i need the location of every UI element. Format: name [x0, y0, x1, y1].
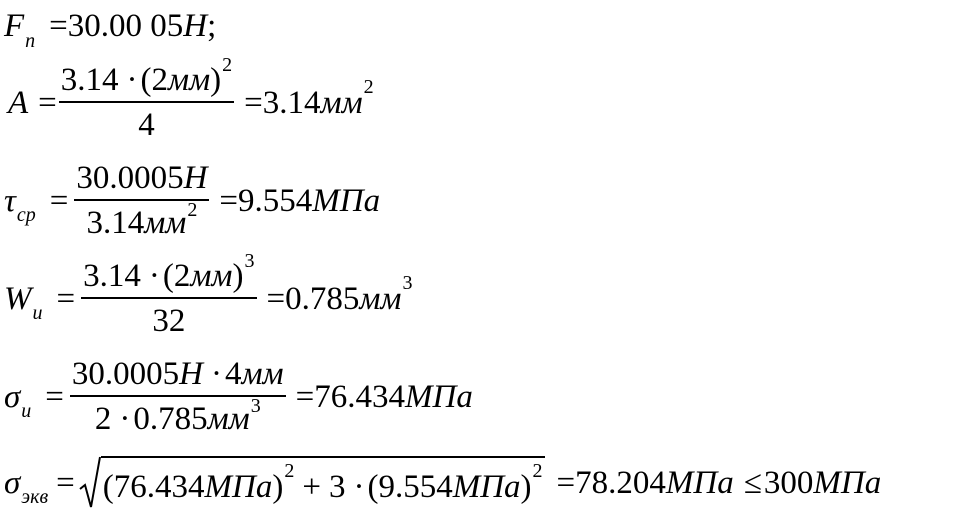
symbol-f: F	[4, 8, 25, 44]
area-unit: мм	[320, 84, 363, 121]
less-equal-sign: ≤	[743, 464, 762, 501]
equals-sign: =	[244, 84, 263, 121]
modulus-unit: мм	[359, 280, 402, 317]
subscript-i: и	[32, 302, 43, 324]
modulus-result: 0.785	[285, 280, 360, 317]
fraction-numerator: 30.0005 Н	[74, 162, 210, 201]
fraction-numerator: 3.14 · (2 мм ) 2	[58, 55, 235, 103]
bending-result: 76.434	[314, 378, 405, 415]
limit-unit: МПа	[813, 464, 882, 501]
fraction-denominator: 4	[138, 107, 155, 143]
subscript-sr: ср	[16, 204, 36, 226]
fraction-numerator: 30.0005 Н · 4 мм	[69, 358, 286, 397]
equals-sign: =	[49, 182, 69, 219]
equals-sign: =	[45, 378, 64, 415]
force-value: 30.00 05	[67, 8, 184, 44]
equation-section-modulus: W и = 3.14 · (2 мм ) 3 32 = 0.785 мм 3	[4, 249, 413, 339]
fraction-numerator: 3.14 · (2 мм ) 3	[81, 251, 257, 299]
equals-sign: =	[49, 8, 68, 44]
equals-sign: =	[556, 464, 576, 501]
equals-sign: =	[56, 464, 75, 501]
bending-fraction: 30.0005 Н · 4 мм 2 · 0.785 мм 3	[69, 358, 286, 437]
shear-unit: МПа	[312, 182, 381, 219]
symbol-tau: τ	[4, 182, 16, 219]
equals-sign: =	[56, 280, 76, 317]
square-root: (76.434 МПа ) 2 + 3 · (9.554 МПа ) 2	[79, 456, 545, 510]
equivalent-result: 78.204	[575, 464, 666, 501]
equals-sign: =	[295, 378, 315, 415]
subscript-p: п	[25, 29, 36, 52]
fraction-denominator: 2 · 0.785 мм 3	[94, 394, 261, 437]
area-result: 3.14	[262, 84, 321, 121]
modulus-fraction: 3.14 · (2 мм ) 3 32	[81, 251, 257, 339]
bending-unit: МПа	[405, 378, 473, 415]
subscript-i: и	[21, 400, 32, 422]
equals-sign: =	[219, 182, 239, 219]
symbol-w: W	[4, 280, 32, 317]
limit-value: 300	[763, 464, 814, 501]
equals-sign: =	[266, 280, 286, 317]
equals-sign: =	[38, 84, 57, 121]
radicand: (76.434 МПа ) 2 + 3 · (9.554 МПа ) 2	[100, 456, 545, 510]
symbol-sigma: σ	[4, 464, 21, 501]
symbol-sigma: σ	[4, 378, 21, 415]
equation-equivalent-stress: σ экв = (76.434 МПа ) 2 + 3 · (9.554 МПа…	[4, 456, 881, 510]
force-unit: Н	[183, 8, 208, 44]
shear-result: 9.554	[238, 182, 313, 219]
subscript-ekv: экв	[21, 486, 49, 508]
equation-shear-stress: τ ср = 30.0005 Н 3.14 мм 2 = 9.554 МПа	[4, 162, 380, 240]
area-fraction: 3.14 · (2 мм ) 2 4	[58, 55, 235, 143]
equation-force: F п = 30.00 05 Н ;	[4, 8, 217, 51]
shear-fraction: 30.0005 Н 3.14 мм 2	[74, 162, 210, 241]
semicolon: ;	[207, 8, 217, 44]
equation-bending-stress: σ и = 30.0005 Н · 4 мм 2 · 0.785 мм 3 = …	[4, 358, 473, 436]
equivalent-unit: МПа	[665, 464, 734, 501]
fraction-denominator: 3.14 мм 2	[86, 198, 198, 241]
symbol-a: A	[8, 84, 29, 121]
fraction-denominator: 32	[152, 303, 186, 339]
radical-sign-icon	[79, 456, 101, 508]
equation-area: A = 3.14 · (2 мм ) 2 4 = 3.14 мм 2	[8, 53, 374, 143]
